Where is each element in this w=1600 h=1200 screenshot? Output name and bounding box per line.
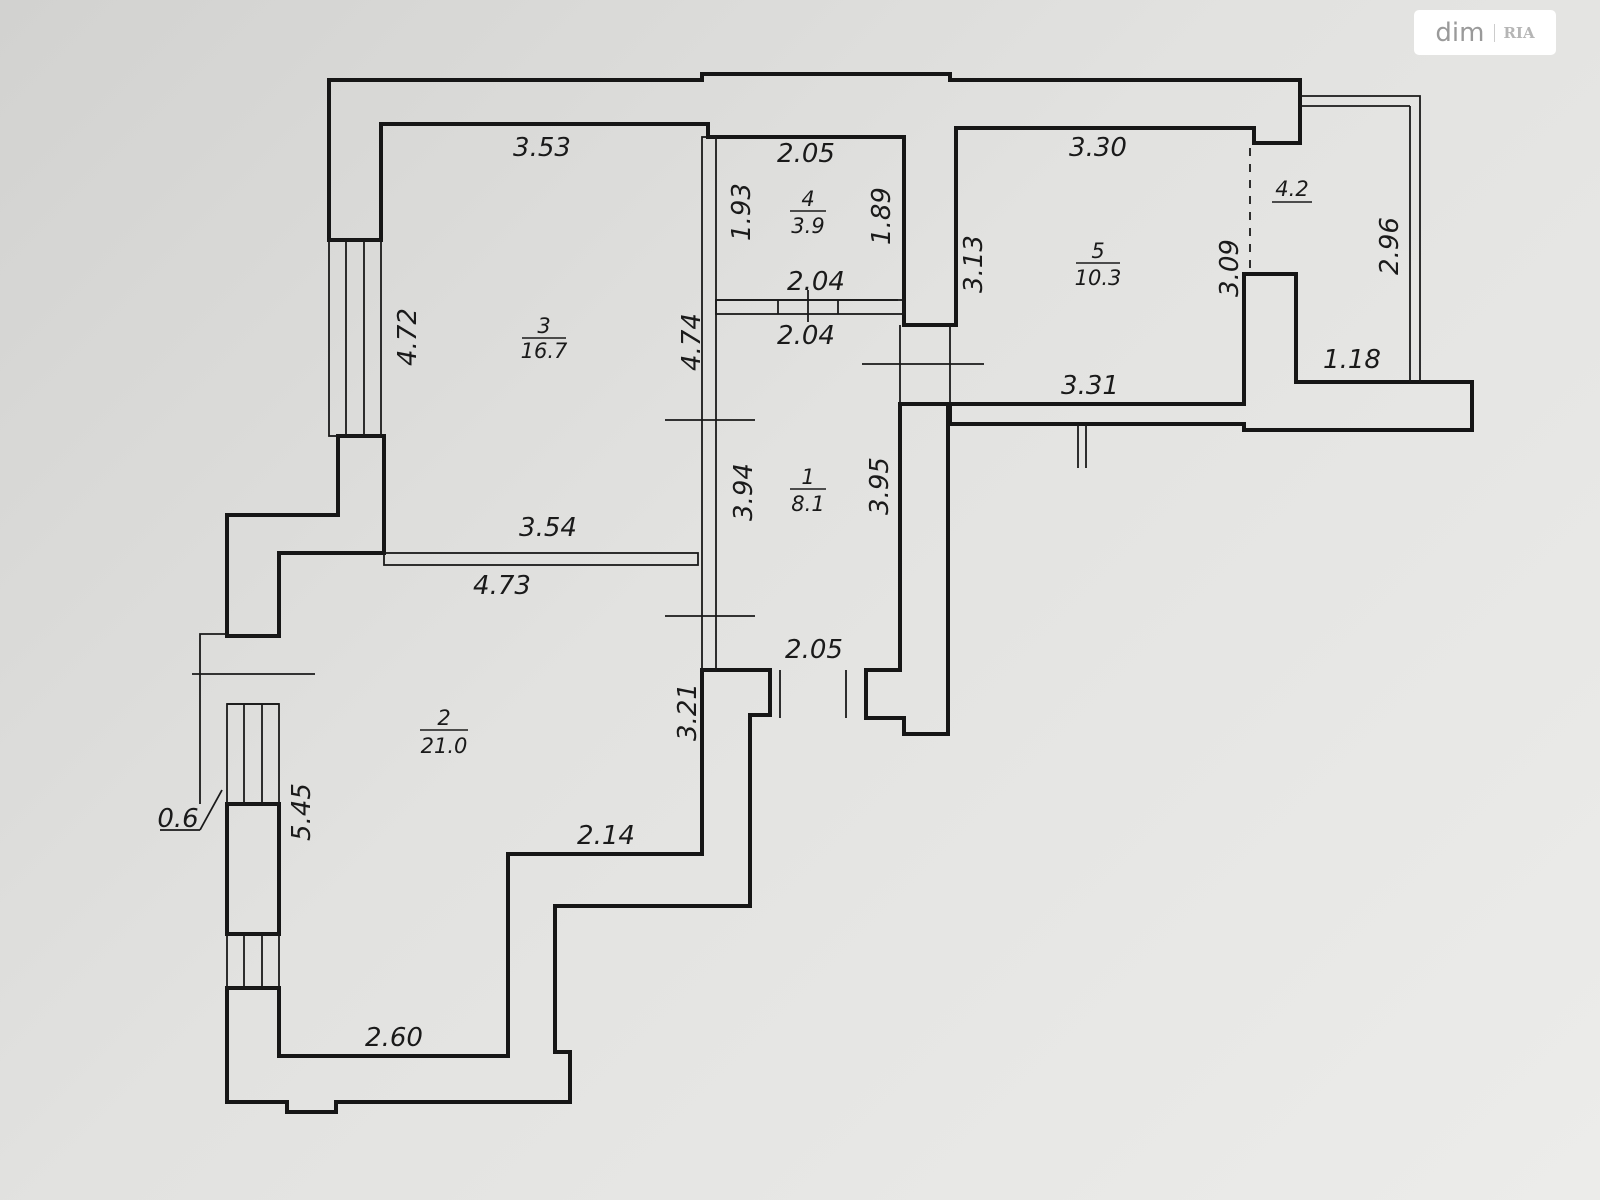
dim-room5-top: 3.30 (1069, 133, 1127, 163)
dim-room5-left: 3.13 (959, 235, 989, 293)
dim-room3-bottom: 3.54 (519, 513, 577, 543)
window-room3 (328, 239, 382, 437)
room-4-label: 4 3.9 (790, 187, 826, 238)
room-number: 4 (801, 187, 814, 211)
window-room2-lower (226, 933, 280, 989)
dim-room1-top: 2.04 (777, 321, 835, 351)
dim-room4-top: 2.05 (777, 139, 835, 169)
dim-balcony-bottom: 1.18 (1323, 345, 1381, 375)
watermark-badge: RIA (1494, 23, 1535, 42)
room-number: 3 (537, 314, 550, 338)
dim-room3-right: 4.74 (677, 313, 707, 371)
partition-room1-west (701, 136, 717, 671)
room-number: 1 (801, 465, 814, 489)
partitions (383, 136, 1251, 718)
room-2-label: 2 21.0 (420, 706, 468, 758)
exterior-wall-top (327, 72, 1302, 327)
window-room2-upper (226, 703, 280, 805)
room-area: 16.7 (521, 339, 568, 363)
dim-room4-bottom: 2.04 (787, 267, 845, 297)
room-area: 10.3 (1075, 266, 1122, 290)
dim-room3-top: 3.53 (513, 133, 571, 163)
dim-room1-right: 3.95 (865, 457, 895, 515)
entrance-wall (864, 402, 950, 736)
room-1-label: 1 8.1 (790, 465, 826, 516)
dim-room2-left: 5.45 (287, 783, 317, 841)
exterior-wall-bottom (225, 668, 772, 1114)
balcony-glazing (1300, 95, 1421, 382)
exterior-wall-left-upper (225, 434, 386, 638)
room-labels: 3 16.7 4 3.9 1 8.1 5 10.3 2 21.0 4.2 (420, 177, 1312, 758)
walls (225, 72, 1474, 1114)
exterior-wall-left-middle (225, 802, 281, 936)
partition-room4-room1 (715, 299, 905, 315)
dim-room5-bottom: 3.31 (1061, 371, 1119, 401)
dim-room3-left: 4.72 (393, 308, 423, 366)
dim-room2-top: 4.73 (473, 571, 531, 601)
room-area: 3.9 (791, 214, 824, 238)
dim-room4-right: 1.89 (867, 187, 897, 245)
balcony-area: 4.2 (1275, 177, 1308, 201)
room-area: 21.0 (421, 734, 468, 758)
dim-bay-depth: 0.6 (157, 804, 198, 834)
dim-room1-left: 3.94 (729, 463, 759, 521)
dim-room2-bottom: 2.60 (365, 1023, 423, 1053)
dim-room2-right: 3.21 (673, 683, 703, 741)
room-area: 8.1 (791, 492, 824, 516)
balcony-label: 4.2 (1272, 177, 1312, 203)
watermark-logo: dim RIA (1414, 10, 1556, 55)
room-5-label: 5 10.3 (1075, 239, 1122, 290)
dim-room1-bottom: 2.05 (785, 635, 843, 665)
partition-room3-room2 (383, 552, 699, 566)
dim-room5-right: 3.09 (1215, 239, 1245, 297)
dimensions: 3.53 4.72 4.74 3.54 2.05 1.93 1.89 2.04 … (157, 133, 1405, 1053)
exterior-wall-right (948, 272, 1474, 432)
dim-room4-left: 1.93 (727, 183, 757, 241)
windows (192, 95, 1421, 989)
room-number: 2 (437, 706, 450, 730)
room-number: 5 (1091, 239, 1104, 263)
watermark-text: dim (1435, 17, 1485, 48)
dim-room2-step: 2.14 (577, 821, 635, 851)
room-3-label: 3 16.7 (521, 314, 568, 363)
dim-balcony-side: 2.96 (1375, 217, 1405, 275)
